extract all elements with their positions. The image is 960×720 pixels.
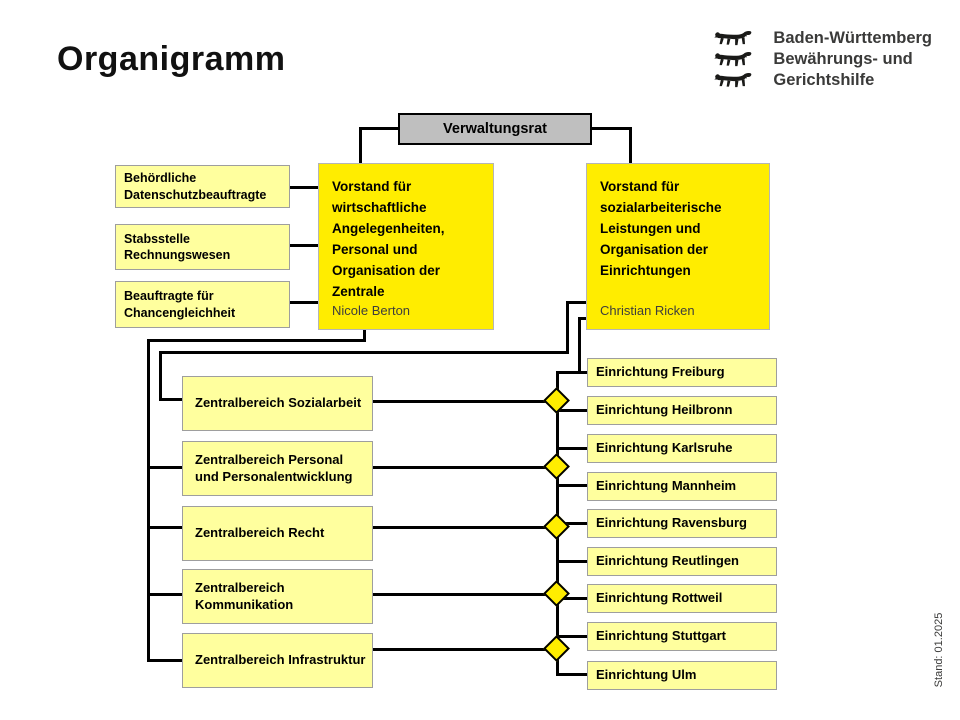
connector — [373, 400, 557, 403]
box-staff-unit: Behördliche Datenschutzbeauftragte — [115, 165, 290, 208]
connector — [290, 301, 318, 304]
box-facility: Einrichtung Mannheim — [587, 472, 777, 501]
box-central-unit: Zentralbereich Personal und Personalentw… — [182, 441, 373, 496]
logo-wordmark: Baden-Württemberg Bewährungs- und Gerich… — [773, 28, 932, 91]
connector — [556, 371, 588, 374]
staff-unit-label: Beauftragte für Chancengleichheit — [124, 289, 236, 320]
connector — [566, 301, 569, 354]
box-facility: Einrichtung Ulm — [587, 661, 777, 690]
facility-label: Einrichtung Stuttgart — [596, 628, 726, 644]
connector — [147, 339, 365, 342]
connector — [556, 673, 588, 676]
exec-name: Nicole Berton — [332, 303, 411, 318]
page-title: Organigramm — [57, 40, 286, 78]
exec-title: Vorstand für sozialarbeiterische Leistun… — [600, 179, 722, 278]
connector — [159, 398, 184, 401]
connector — [592, 127, 630, 130]
connector — [147, 593, 182, 596]
connector — [556, 560, 588, 563]
central-unit-label: Zentralbereich Sozialarbeit — [195, 395, 362, 411]
junction-diamond-icon — [543, 513, 570, 540]
bw-logo: Baden-Württemberg Bewährungs- und Gerich… — [712, 28, 932, 91]
bw-three-lions-icon — [712, 30, 762, 89]
staff-unit-label: Stabsstelle Rechnungswesen — [124, 231, 231, 262]
facility-label: Einrichtung Rottweil — [596, 590, 723, 606]
box-vorstand-sozialarbeit: Vorstand für sozialarbeiterische Leistun… — [586, 163, 770, 330]
connector — [578, 317, 581, 374]
central-unit-label: Zentralbereich Recht — [195, 525, 325, 541]
facility-label: Einrichtung Karlsruhe — [596, 440, 733, 456]
connector — [363, 330, 366, 342]
connector — [556, 484, 588, 487]
stand-note: Stand: 01.2025 — [933, 612, 945, 688]
exec-name: Christian Ricken — [600, 303, 695, 318]
junction-diamond-icon — [543, 635, 570, 662]
facility-label: Einrichtung Freiburg — [596, 364, 725, 380]
connector — [290, 244, 318, 247]
junction-diamond-icon — [543, 580, 570, 607]
board-label: Verwaltungsrat — [443, 121, 547, 137]
facility-label: Einrichtung Heilbronn — [596, 402, 733, 418]
logo-line-3: Gerichtshilfe — [773, 71, 875, 89]
box-central-unit: Zentralbereich Infrastruktur — [182, 633, 373, 688]
box-facility: Einrichtung Ravensburg — [587, 509, 777, 538]
connector — [147, 659, 182, 662]
central-unit-label: Zentralbereich Kommunikation — [195, 579, 294, 612]
box-facility: Einrichtung Karlsruhe — [587, 434, 777, 463]
connector — [147, 339, 150, 661]
box-central-unit: Zentralbereich Kommunikation — [182, 569, 373, 624]
connector — [566, 301, 588, 304]
connector — [578, 317, 588, 320]
logo-line-1: Baden-Württemberg — [773, 29, 932, 47]
logo-line-2: Bewährungs- und — [773, 50, 913, 68]
connector — [556, 447, 588, 450]
box-facility: Einrichtung Rottweil — [587, 584, 777, 613]
connector — [556, 409, 588, 412]
connector — [556, 635, 588, 638]
connector — [373, 466, 557, 469]
box-facility: Einrichtung Freiburg — [587, 358, 777, 387]
connector — [373, 648, 557, 651]
connector — [159, 351, 162, 401]
junction-diamond-icon — [543, 453, 570, 480]
facility-label: Einrichtung Ravensburg — [596, 515, 747, 531]
connector — [359, 127, 362, 164]
box-central-unit: Zentralbereich Recht — [182, 506, 373, 561]
box-facility: Einrichtung Reutlingen — [587, 547, 777, 576]
box-facility: Einrichtung Heilbronn — [587, 396, 777, 425]
central-unit-label: Zentralbereich Personal und Personalentw… — [195, 451, 353, 484]
facility-label: Einrichtung Ulm — [596, 667, 697, 683]
connector — [373, 593, 557, 596]
connector — [629, 127, 632, 164]
box-staff-unit: Beauftragte für Chancengleichheit — [115, 281, 290, 328]
box-facility: Einrichtung Stuttgart — [587, 622, 777, 651]
connector — [556, 597, 588, 600]
connector — [373, 526, 557, 529]
exec-title: Vorstand für wirtschaftliche Angelegenhe… — [332, 179, 445, 299]
facility-label: Einrichtung Reutlingen — [596, 553, 739, 569]
box-vorstand-wirtschaft: Vorstand für wirtschaftliche Angelegenhe… — [318, 163, 494, 330]
connector — [290, 186, 318, 189]
central-unit-label: Zentralbereich Infrastruktur — [195, 652, 366, 668]
box-verwaltungsrat: Verwaltungsrat — [398, 113, 592, 145]
staff-unit-label: Behördliche Datenschutzbeauftragte — [124, 171, 267, 202]
connector — [159, 351, 569, 354]
facility-label: Einrichtung Mannheim — [596, 478, 737, 494]
connector — [360, 127, 398, 130]
box-staff-unit: Stabsstelle Rechnungswesen — [115, 224, 290, 270]
connector — [147, 466, 182, 469]
box-central-unit: Zentralbereich Sozialarbeit — [182, 376, 373, 431]
connector — [147, 526, 182, 529]
connector — [556, 522, 588, 525]
